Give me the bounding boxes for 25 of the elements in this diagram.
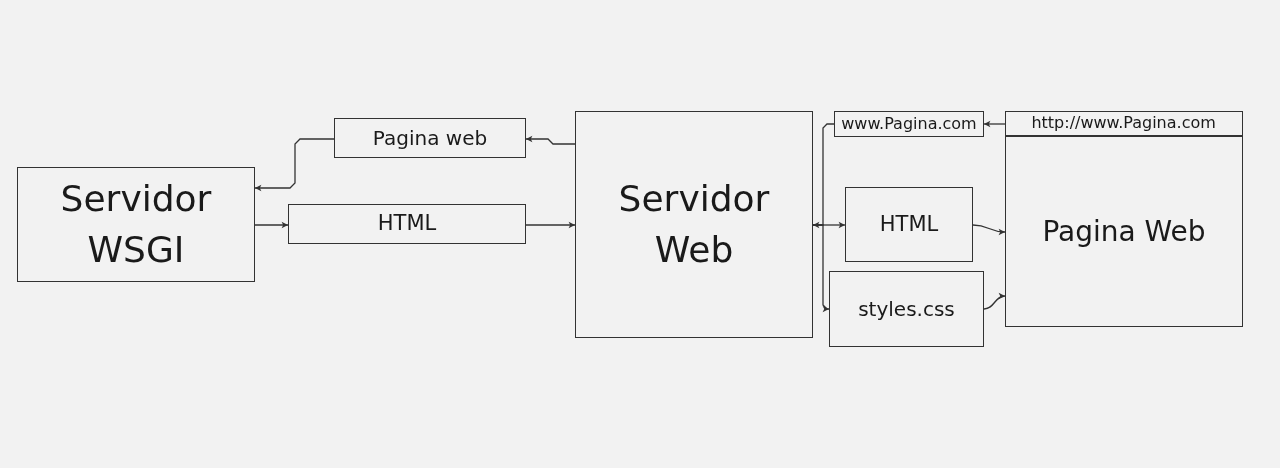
arrow <box>972 224 1006 235</box>
process-box <box>288 204 526 244</box>
arrow <box>983 120 1006 128</box>
node-label: Pagina web <box>372 125 488 152</box>
process-box <box>834 111 984 137</box>
arrow <box>983 293 1006 310</box>
process-box <box>334 118 526 158</box>
node-label: Servidor WSGI <box>59 177 213 272</box>
node-label: HTML <box>377 210 437 238</box>
server-box <box>575 111 813 338</box>
arrow <box>525 135 576 145</box>
process-box <box>829 271 984 347</box>
browser-window <box>1005 111 1243 327</box>
node-label: Servidor Web <box>617 177 771 272</box>
node-label: http://www.Pagina.com <box>1031 111 1216 134</box>
arrow <box>254 221 289 229</box>
node-label: styles.css <box>858 296 955 323</box>
arrow <box>525 221 576 229</box>
node-label: HTML <box>879 210 939 238</box>
arrow <box>812 224 830 313</box>
node-label: www.Pagina.com <box>841 112 977 135</box>
node-label: Pagina Web <box>1042 214 1206 251</box>
process-box <box>845 187 973 262</box>
arrow <box>254 138 335 192</box>
server-box <box>17 167 255 282</box>
